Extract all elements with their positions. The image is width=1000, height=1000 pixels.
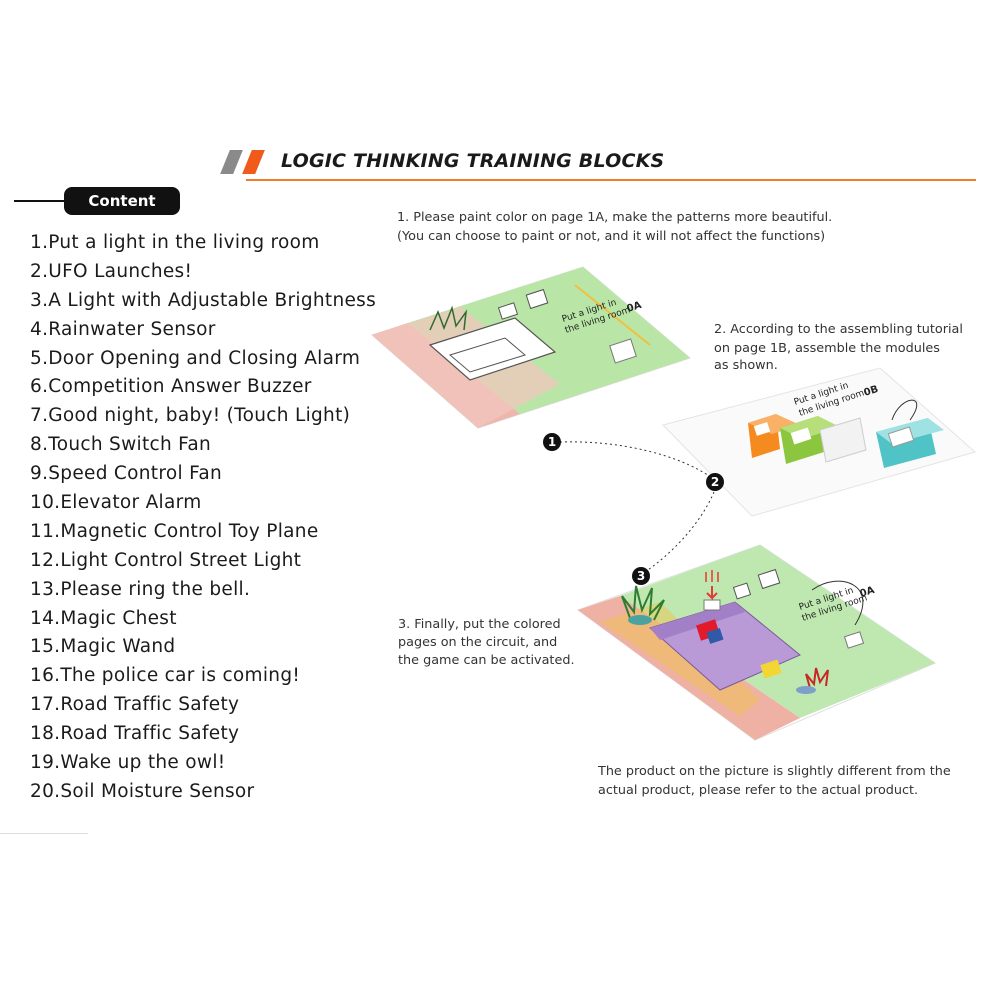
page-title: LOGIC THINKING TRAINING BLOCKS: [281, 150, 665, 172]
list-item: 5.Door Opening and Closing Alarm: [30, 347, 361, 369]
header-rule: [246, 179, 976, 181]
step2-line3: as shown.: [714, 358, 778, 373]
list-item: 12.Light Control Street Light: [30, 549, 302, 571]
step1-line1: 1. Please paint color on page 1A, make t…: [397, 210, 833, 225]
list-item: 6.Competition Answer Buzzer: [30, 376, 312, 398]
list-item: 8.Touch Switch Fan: [30, 434, 212, 456]
list-item: 7.Good night, baby! (Touch Light): [30, 405, 351, 427]
card1-code: 0A: [626, 300, 644, 315]
content-label-line: [14, 200, 72, 202]
list-item: 19.Wake up the owl!: [30, 752, 226, 774]
divider: [0, 833, 88, 834]
list-item: 18.Road Traffic Safety: [30, 723, 240, 745]
disclaimer-line1: The product on the picture is slightly d…: [598, 764, 951, 779]
list-item: 15.Magic Wand: [30, 636, 176, 658]
card-3-final-page: Put a light in the living room 0A: [576, 544, 937, 741]
step-3-marker: 3: [632, 567, 650, 585]
list-item: 13.Please ring the bell.: [30, 578, 251, 600]
card-1-painted-page: Put a light in the living room 0A: [371, 266, 692, 429]
list-item: 1.Put a light in the living room: [30, 232, 320, 253]
step2-line1: 2. According to the assembling tutorial: [714, 322, 963, 337]
step3-line2: pages on the circuit, and: [398, 635, 558, 650]
step3-line3: the game can be activated.: [398, 653, 575, 668]
list-item: 17.Road Traffic Safety: [30, 694, 240, 716]
list-item: 9.Speed Control Fan: [30, 463, 222, 485]
card-2-assembled-modules: Put a light in the living room 0B: [662, 367, 977, 517]
step1-line2: (You can choose to paint or not, and it …: [397, 229, 826, 244]
list-item: 4.Rainwater Sensor: [30, 318, 216, 340]
content-label: Content: [64, 187, 180, 215]
step3-line1: 3. Finally, put the colored: [398, 617, 561, 632]
connector-2-3: [644, 491, 715, 573]
connector-1-2: [559, 441, 713, 479]
list-item: 3.A Light with Adjustable Brightness: [30, 289, 377, 311]
step-2-marker: 2: [706, 473, 724, 491]
step-1-marker: 1: [543, 433, 561, 451]
step2-line2: on page 1B, assemble the modules: [714, 341, 940, 356]
list-item: 10.Elevator Alarm: [30, 492, 202, 514]
disclaimer-line2: actual product, please refer to the actu…: [598, 783, 919, 798]
list-item: 16.The police car is coming!: [30, 665, 301, 687]
list-item: 20.Soil Moisture Sensor: [30, 780, 255, 802]
content-list: 1.Put a light in the living room 2.UFO L…: [30, 229, 376, 807]
card3-code: 0A: [859, 585, 877, 600]
list-item: 14.Magic Chest: [30, 607, 177, 629]
list-item: 11.Magnetic Control Toy Plane: [30, 520, 319, 542]
card2-code: 0B: [863, 384, 880, 399]
list-item: 2.UFO Launches!: [30, 260, 193, 282]
